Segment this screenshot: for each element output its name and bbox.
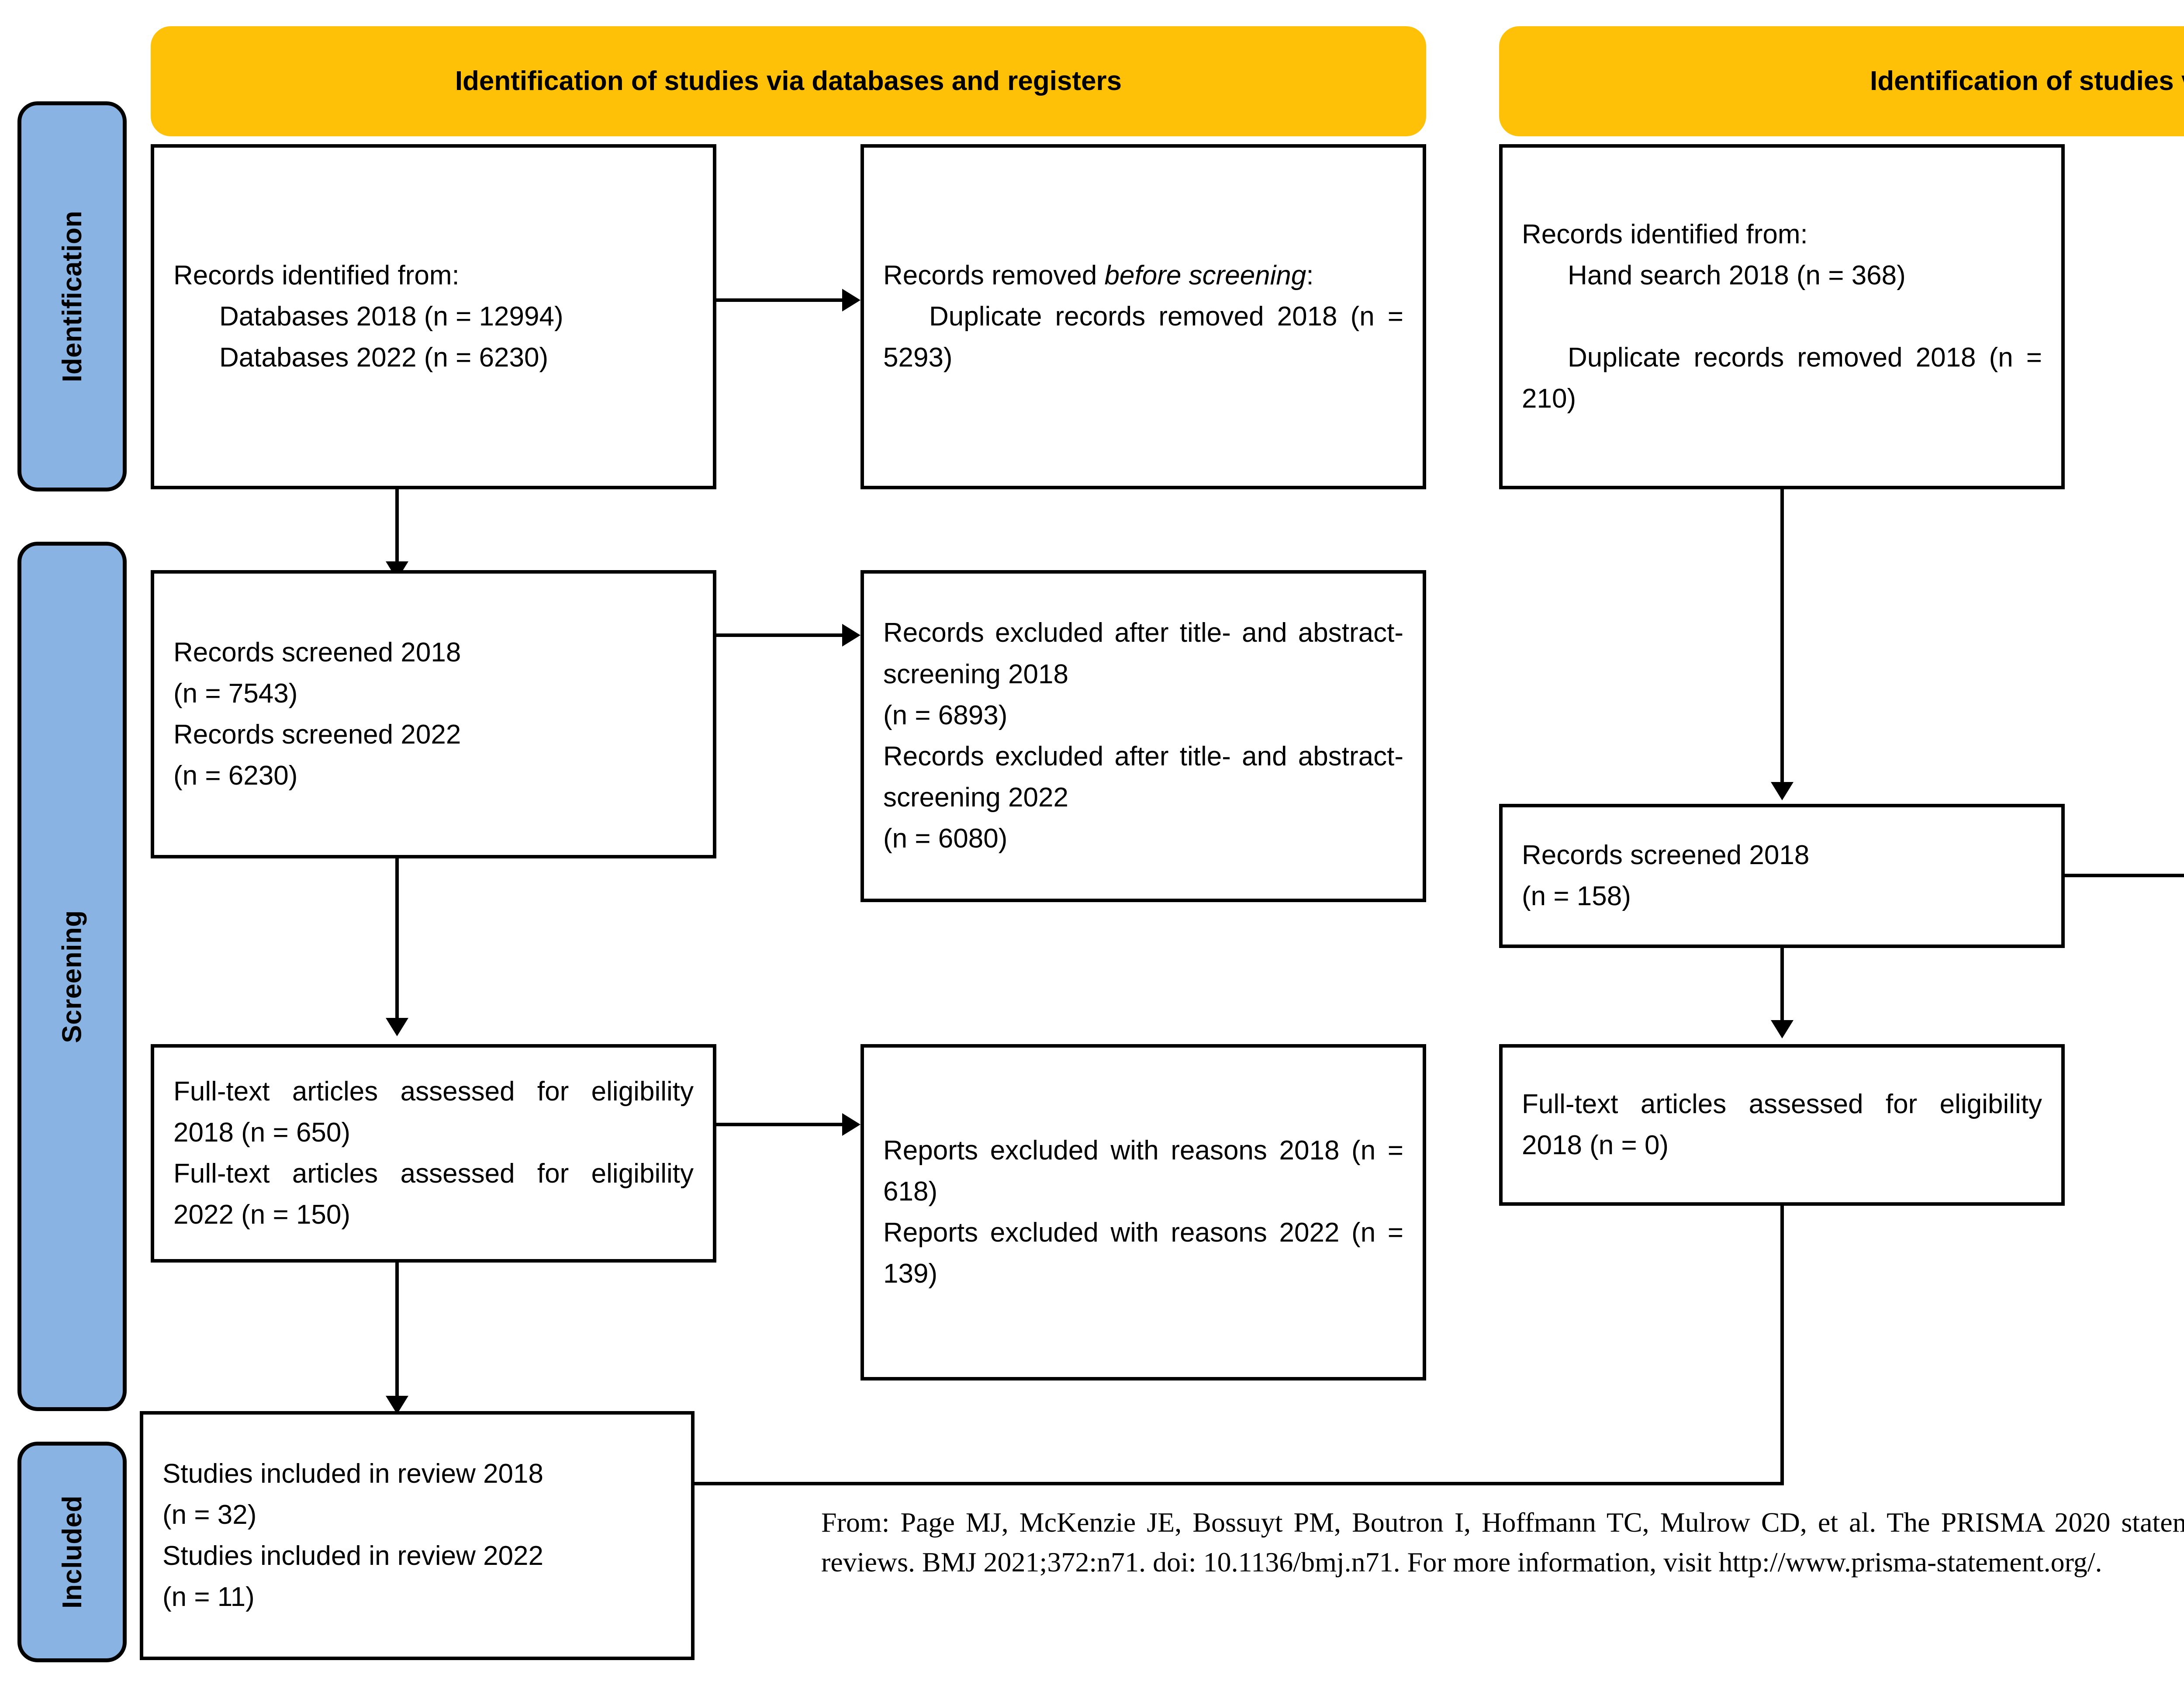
- box-line: Databases 2018 (n = 12994): [219, 301, 563, 332]
- connector-fulltext-to-included: [395, 1263, 399, 1407]
- box-records-screened-other: Records screened 2018 (n = 158): [1499, 804, 2065, 948]
- arrowhead-fulltext-to-reports-excluded: [842, 1113, 860, 1136]
- phase-tab-included: Included: [17, 1442, 127, 1662]
- arrowhead-screened-to-fulltext: [386, 1018, 408, 1036]
- section-header-databases-registers-label: Identification of studies via databases …: [455, 66, 1122, 97]
- box-line: Records screened 2018: [173, 637, 461, 668]
- box-studies-included: Studies included in review 2018 (n = 32)…: [140, 1411, 695, 1660]
- box-line: Studies included in review 2018: [162, 1458, 543, 1489]
- phase-tab-identification-label: Identification: [57, 211, 87, 382]
- connector-other-screened-to-excluded: [2065, 874, 2184, 877]
- removed-lead-emphasis: before screening: [1104, 260, 1306, 291]
- box-records-screened-databases: Records screened 2018 (n = 7543) Records…: [151, 570, 716, 858]
- box-line: (n = 6893): [883, 700, 1008, 730]
- box-records-removed-before-screening: Records removed before screening: Duplic…: [860, 144, 1426, 489]
- section-header-databases-registers: Identification of studies via databases …: [151, 26, 1426, 136]
- box-records-identified-databases: Records identified from: Databases 2018 …: [151, 144, 716, 489]
- connector-other-screened-to-fulltext: [1780, 948, 1784, 1031]
- box-line: (n = 11): [162, 1582, 255, 1612]
- connector-identified-to-removed: [716, 298, 843, 302]
- box-line: Records identified from:: [173, 260, 460, 291]
- connector-screened-to-fulltext: [395, 858, 399, 1029]
- box-line-lead: Records removed before screening:: [883, 255, 1403, 296]
- box-line: Records excluded after title- and abstra…: [883, 741, 1403, 813]
- box-line: Hand search 2018 (n = 368): [1568, 260, 1906, 291]
- phase-tab-included-label: Included: [57, 1495, 87, 1609]
- arrowhead-other-identified-to-screened: [1771, 782, 1794, 800]
- box-blank-line: [1522, 296, 2042, 337]
- box-line: Reports excluded with reasons 2018 (n = …: [883, 1135, 1403, 1207]
- prisma-citation: From: Page MJ, McKenzie JE, Bossuyt PM, …: [821, 1507, 2184, 1578]
- box-line: Full-text articles assessed for eligibil…: [173, 1159, 694, 1230]
- connector-other-identified-to-screened: [1780, 489, 1784, 795]
- connector-fulltext-to-reports-excluded: [716, 1123, 843, 1126]
- phase-tab-screening-label: Screening: [57, 910, 87, 1043]
- box-line: Reports excluded with reasons 2022 (n = …: [883, 1218, 1403, 1289]
- box-line: (n = 158): [1522, 881, 1631, 911]
- connector-identified-to-screened: [395, 489, 399, 572]
- box-reports-excluded-databases: Reports excluded with reasons 2018 (n = …: [860, 1044, 1426, 1381]
- box-line: Duplicate records removed 2018 (n = 5293…: [883, 301, 1403, 373]
- removed-lead-text: Records removed: [883, 260, 1105, 291]
- box-line: (n = 6080): [883, 823, 1008, 854]
- connector-other-fulltext-elbow-horizontal: [692, 1482, 1782, 1485]
- arrowhead-screened-to-excluded: [842, 624, 860, 647]
- box-line: Full-text articles assessed for eligibil…: [1522, 1089, 2042, 1160]
- box-fulltext-assessed-other: Full-text articles assessed for eligibil…: [1499, 1044, 2065, 1206]
- removed-lead-tail: :: [1306, 260, 1314, 291]
- box-line: Records screened 2018: [1522, 840, 1810, 870]
- phase-tab-identification: Identification: [17, 101, 127, 491]
- box-fulltext-assessed-databases: Full-text articles assessed for eligibil…: [151, 1044, 716, 1263]
- box-line: Records identified from:: [1522, 219, 1808, 249]
- connector-other-fulltext-elbow-vertical: [1780, 1206, 1784, 1485]
- section-header-other-methods: Identification of studies via other meth…: [1499, 26, 2184, 136]
- box-line: Full-text articles assessed for eligibil…: [173, 1076, 694, 1148]
- arrowhead-other-screened-to-fulltext: [1771, 1020, 1794, 1038]
- box-line: Studies included in review 2022: [162, 1541, 543, 1571]
- connector-screened-to-excluded: [716, 633, 843, 637]
- arrowhead-identified-to-removed: [842, 289, 860, 311]
- section-header-other-methods-label: Identification of studies via other meth…: [1870, 66, 2184, 97]
- box-line: (n = 6230): [173, 761, 298, 791]
- phase-tab-screening: Screening: [17, 542, 127, 1411]
- box-line: Records screened 2022: [173, 720, 461, 750]
- box-line: (n = 7543): [173, 678, 298, 709]
- box-line: Records excluded after title- and abstra…: [883, 618, 1403, 689]
- box-line: Duplicate records removed 2018 (n = 210): [1522, 343, 2042, 414]
- box-line: Databases 2022 (n = 6230): [219, 343, 549, 373]
- box-records-excluded-databases: Records excluded after title- and abstra…: [860, 570, 1426, 902]
- box-records-identified-other: Records identified from: Hand search 201…: [1499, 144, 2065, 489]
- box-line: (n = 32): [162, 1499, 257, 1530]
